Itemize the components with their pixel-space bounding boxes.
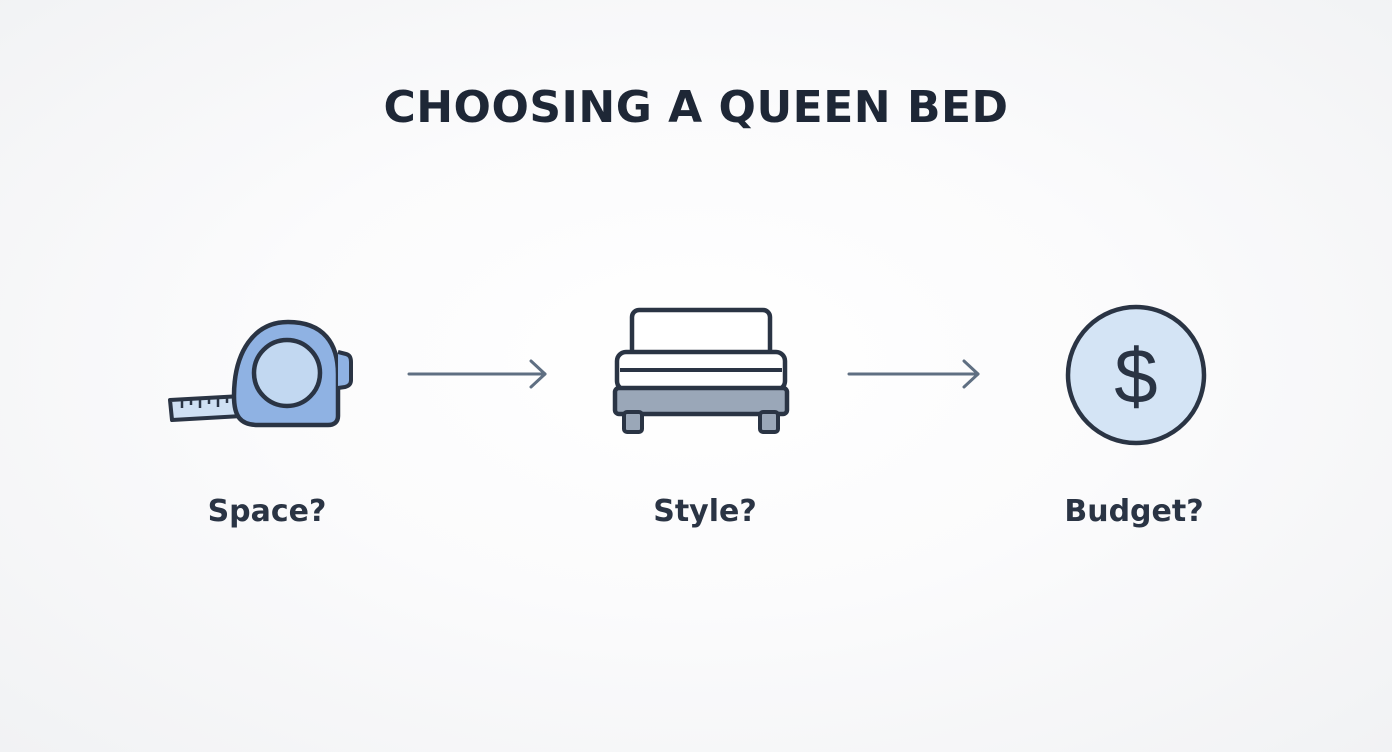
step-label-space: Space? <box>207 494 327 529</box>
svg-text:$: $ <box>1114 332 1157 420</box>
arrow-1 <box>407 359 547 389</box>
tape-measure-icon <box>168 319 353 428</box>
arrow-2 <box>847 359 980 389</box>
step-label-budget: Budget? <box>1064 494 1204 529</box>
dollar-coin-icon: $ <box>1065 304 1207 446</box>
diagram-title: CHOOSING A QUEEN BED <box>383 82 1009 133</box>
bed-icon <box>612 307 790 434</box>
step-label-style: Style? <box>653 494 757 529</box>
